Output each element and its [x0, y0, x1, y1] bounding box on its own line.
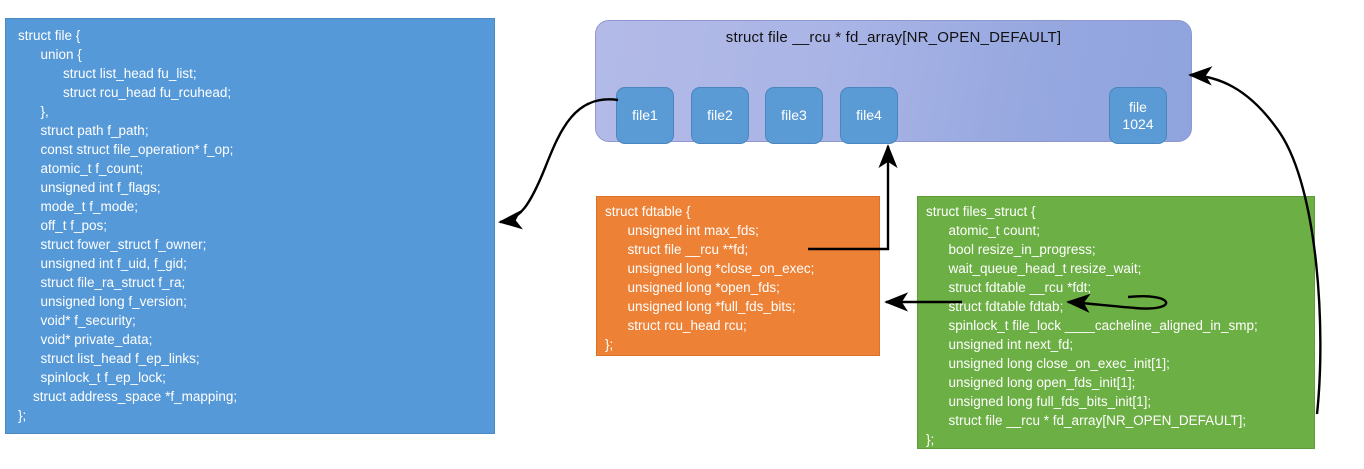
struct-file-code: struct file { union { struct list_head f…	[18, 28, 238, 423]
fd-array-cell-file1024[interactable]: file 1024	[1109, 87, 1167, 144]
fd-array-cell-file1[interactable]: file1	[616, 87, 674, 144]
fd-array-box: struct file __rcu * fd_array[NR_OPEN_DEF…	[595, 20, 1192, 144]
struct-fdtable-code: struct fdtable { unsigned int max_fds; s…	[605, 204, 815, 352]
struct-files-struct-code: struct files_struct { atomic_t count; bo…	[926, 204, 1258, 447]
fd-array-cell-file3[interactable]: file3	[765, 87, 823, 144]
fd-array-cell-file4[interactable]: file4	[840, 87, 898, 144]
struct-files-struct-box: struct files_struct { atomic_t count; bo…	[917, 196, 1315, 449]
fd-array-title: struct file __rcu * fd_array[NR_OPEN_DEF…	[725, 29, 1062, 46]
struct-fdtable-box: struct fdtable { unsigned int max_fds; s…	[596, 196, 880, 356]
fd-array-cell-file2[interactable]: file2	[691, 87, 749, 144]
struct-file-box: struct file { union { struct list_head f…	[5, 18, 495, 434]
